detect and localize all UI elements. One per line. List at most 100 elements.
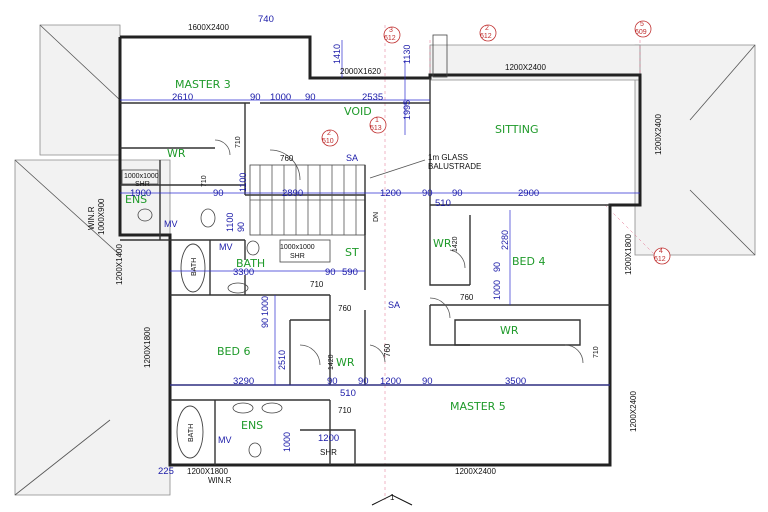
room-labels: MASTER 3 VOID SITTING WR ENS MV MV BATH … xyxy=(125,78,545,457)
dim-710a: 710 xyxy=(235,136,242,148)
marker-4-sheet: 612 xyxy=(654,256,666,263)
room-bath-mid: BATH xyxy=(236,257,265,270)
dim-710c: 710 xyxy=(310,280,324,289)
win-r-left-size: 1000X900 xyxy=(97,198,106,235)
dim-3300: 3300 xyxy=(233,267,254,278)
shr-top-label: SHR xyxy=(135,181,150,188)
walls xyxy=(118,35,642,467)
shr-mid-label: SHR xyxy=(290,253,305,260)
balustrade-note: BALUSTRADE xyxy=(428,162,481,171)
dim-740: 740 xyxy=(258,14,274,25)
staircase xyxy=(249,164,366,236)
room-master-3: MASTER 3 xyxy=(175,78,231,91)
dim-90f: 90 xyxy=(236,222,246,232)
window-right-mid: 1200X1800 xyxy=(624,234,633,275)
window-left-upper: 1200X1400 xyxy=(115,244,124,285)
room-ens-bottom: ENS xyxy=(241,419,263,432)
dim-710b: 710 xyxy=(201,175,208,187)
marker-1: 1 xyxy=(375,117,379,124)
dim-710d: 710 xyxy=(593,346,600,358)
dim-90d: 90 xyxy=(422,188,433,199)
dimension-lines xyxy=(120,40,640,386)
fixtures xyxy=(121,34,584,459)
dim-1410: 1410 xyxy=(332,44,342,64)
marker-3: 3 xyxy=(389,27,393,34)
room-wr-bed6: WR xyxy=(336,356,355,369)
marker-2-sheet: 612 xyxy=(480,33,492,40)
section-markers: 3 612 2 612 5 609 1 513 2 510 4 612 1 xyxy=(321,20,671,506)
marker-2b-sheet: 510 xyxy=(322,138,334,145)
dim-1420b: 1420 xyxy=(328,354,335,370)
sa-top-label: SA xyxy=(346,153,358,163)
bath-vert-label: BATH xyxy=(191,258,198,276)
room-wr-top: WR xyxy=(167,147,186,160)
dim-1200c: 1200 xyxy=(318,433,339,444)
dim-2900: 2900 xyxy=(518,188,539,199)
dim-1100a: 1100 xyxy=(238,173,248,192)
marker-5-sheet: 609 xyxy=(635,29,647,36)
stair-dn-label: DN xyxy=(373,212,380,222)
dim-510b: 510 xyxy=(340,388,356,399)
dim-1420a: 1420 xyxy=(452,236,459,252)
room-bed-6: BED 6 xyxy=(217,345,250,358)
room-store: ST xyxy=(345,246,359,259)
roof-outline xyxy=(14,24,756,496)
room-wr-bed4: WR xyxy=(433,237,452,250)
sa-mid-label: SA xyxy=(388,300,400,310)
marker-2: 2 xyxy=(485,25,489,32)
dim-1200a: 1200 xyxy=(380,188,401,199)
marker-5: 5 xyxy=(640,21,644,28)
window-bottom-left: 1200X1800 xyxy=(187,467,228,476)
dim-2510: 2510 xyxy=(277,350,287,370)
room-bed-4: BED 4 xyxy=(512,255,545,268)
marker-3-sheet: 612 xyxy=(384,35,396,42)
window-left-lower: 1200X1800 xyxy=(143,327,152,368)
room-void: VOID xyxy=(344,105,372,118)
notes: 1m GLASS BALUSTRADE 1000x1000 SHR 1000x1… xyxy=(87,153,481,485)
dim-90b: 90 xyxy=(305,92,316,103)
mv-bottom-label: MV xyxy=(218,435,232,445)
marker-4: 4 xyxy=(659,248,663,255)
window-right-upper: 1200X2400 xyxy=(654,114,663,155)
dim-2610: 2610 xyxy=(172,92,193,103)
dim-90j: 90 xyxy=(327,376,338,387)
room-wr-center: WR xyxy=(500,324,519,337)
dimension-labels: 740 1410 1130 2610 90 1000 90 2535 1995 … xyxy=(130,14,600,477)
dim-1995: 1995 xyxy=(402,100,412,120)
dim-90l: 90 xyxy=(422,376,433,387)
win-r-left-label: WIN.R xyxy=(87,206,96,230)
dim-1200b: 1200 xyxy=(380,376,401,387)
dim-90e: 90 xyxy=(452,188,463,199)
dim-1130: 1130 xyxy=(402,45,412,64)
shr-mid-size: 1000x1000 xyxy=(280,244,315,251)
window-top-mid: 2000X1620 xyxy=(340,67,381,76)
grid-lines xyxy=(384,25,656,500)
bath-bottom-label: BATH xyxy=(188,424,195,442)
dim-760d: 760 xyxy=(383,343,392,357)
dim-590: 590 xyxy=(342,267,358,278)
win-r-bottom-label: WIN.R xyxy=(208,476,232,485)
dim-2280: 2280 xyxy=(500,230,510,250)
dim-1100b: 1100 xyxy=(225,213,235,232)
dim-90g: 90 xyxy=(325,267,336,278)
room-ens-top: ENS xyxy=(125,193,147,206)
window-right-lower: 1200X2400 xyxy=(629,391,638,432)
window-bottom-right: 1200X2400 xyxy=(455,467,496,476)
dim-2535: 2535 xyxy=(362,92,383,103)
dim-710e: 710 xyxy=(338,406,352,415)
glass-note: 1m GLASS xyxy=(428,153,468,162)
dim-1900: 1900 xyxy=(130,188,151,199)
dim-90a: 90 xyxy=(250,92,261,103)
marker-bottom: 1 xyxy=(390,493,395,502)
window-top-right: 1200X2400 xyxy=(505,63,546,72)
dim-1000d: 1000 xyxy=(282,432,292,452)
dim-1000c: 1000 xyxy=(260,296,270,316)
mv-top-label: MV xyxy=(164,219,178,229)
marker-1-sheet: 513 xyxy=(370,125,382,132)
window-top-left: 1600X2400 xyxy=(188,23,229,32)
dim-760c: 760 xyxy=(338,304,352,313)
dim-510a: 510 xyxy=(435,198,451,209)
marker-2b: 2 xyxy=(327,130,331,137)
room-master-5: MASTER 5 xyxy=(450,400,506,413)
